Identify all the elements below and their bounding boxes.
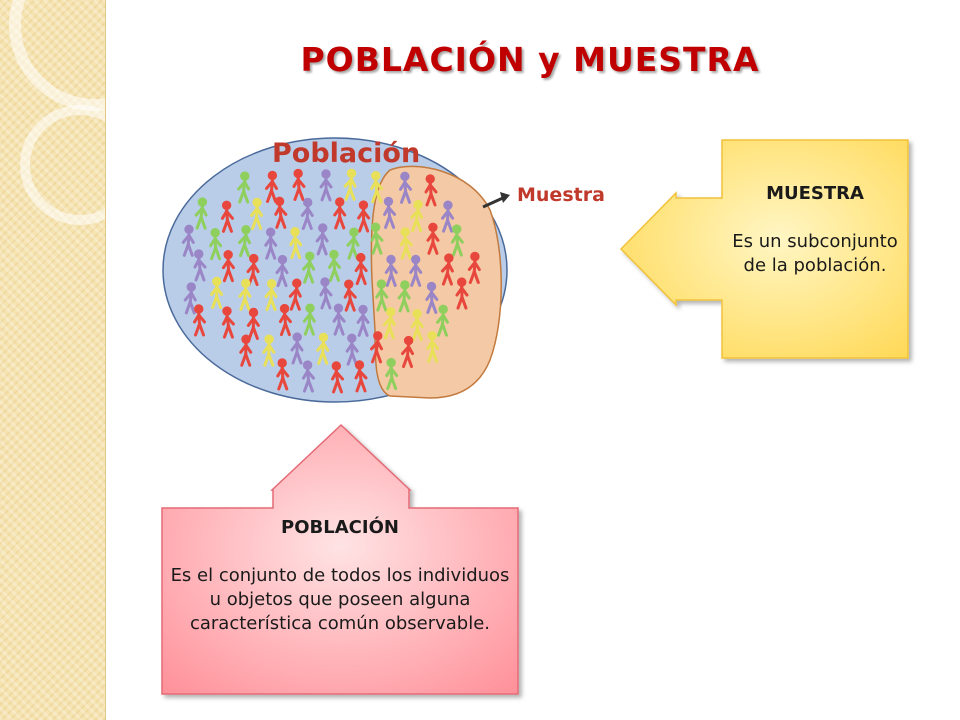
person-figure-icon: [399, 227, 413, 260]
person-figure-icon: [181, 224, 195, 257]
person-figure-icon: [401, 335, 415, 369]
person-figure-icon: [450, 224, 464, 257]
person-figure-icon: [319, 277, 333, 310]
person-figure-icon: [221, 306, 235, 339]
person-figure-icon: [327, 249, 341, 282]
person-figure-icon: [193, 304, 207, 337]
person-figure-icon: [193, 249, 207, 282]
person-figure-icon: [424, 174, 438, 207]
person-figure-icon: [426, 330, 440, 364]
person-figure-icon: [301, 360, 315, 393]
person-figure-icon: [316, 332, 330, 365]
person-figure-icon: [441, 200, 455, 233]
sample-label: Muestra: [517, 184, 605, 206]
person-figure-icon: [290, 332, 304, 365]
person-figure-icon: [410, 199, 424, 233]
person-figure-icon: [238, 224, 252, 258]
person-figure-icon: [375, 279, 389, 312]
person-figure-icon: [276, 358, 290, 391]
muestra-heading: MUESTRA: [766, 183, 864, 204]
person-figure-icon: [440, 253, 454, 286]
person-figure-icon: [237, 171, 251, 204]
person-figure-icon: [332, 303, 346, 336]
person-figure-icon: [426, 222, 440, 255]
person-figure-icon: [194, 197, 208, 230]
decorative-side-strip: [0, 0, 106, 720]
person-figure-icon: [397, 280, 411, 313]
person-figure-icon: [262, 334, 276, 367]
person-figure-icon: [343, 168, 357, 201]
person-figure-icon: [239, 334, 253, 367]
person-figure-icon: [264, 278, 278, 312]
person-figure-icon: [370, 222, 384, 255]
person-figure-icon: [288, 278, 302, 311]
person-figure-icon: [274, 196, 288, 229]
person-figure-icon: [370, 170, 384, 204]
sample-region: [370, 165, 502, 399]
page-title: POBLACIÓN y MUESTRA: [300, 40, 760, 79]
person-figure-icon: [246, 307, 260, 340]
person-figure-icon: [221, 249, 235, 283]
person-figure-icon: [289, 227, 303, 260]
person-figure-icon: [345, 333, 359, 366]
person-figure-icon: [278, 303, 292, 337]
person-figure-icon: [383, 196, 397, 229]
person-figure-icon: [385, 357, 399, 391]
decorative-circles: [9, 0, 105, 225]
person-figure-icon: [275, 254, 289, 288]
person-figure-icon: [354, 360, 368, 393]
person-figure-icon: [302, 303, 316, 336]
person-figure-icon: [319, 169, 333, 202]
poblacion-body: Es el conjunto de todos los individuos u…: [170, 565, 510, 634]
person-figure-icon: [382, 307, 396, 340]
person-figure-icon: [425, 281, 439, 314]
poblacion-heading: POBLACIÓN: [281, 517, 399, 538]
muestra-body: Es un subconjunto de la población.: [732, 231, 898, 276]
person-figure-icon: [302, 251, 316, 284]
person-figure-icon: [399, 171, 413, 204]
person-figure-icon: [436, 304, 450, 337]
person-figure-icon: [455, 277, 469, 310]
person-figure-icon: [467, 251, 481, 284]
population-label: Población: [272, 138, 421, 169]
person-figure-icon: [210, 276, 224, 309]
person-figure-icon: [410, 308, 424, 342]
person-figure-icon: [384, 254, 398, 287]
person-figure-icon: [300, 197, 314, 230]
person-figure-icon: [356, 304, 370, 337]
person-figure-icon: [209, 228, 223, 261]
person-figure-icon: [238, 278, 252, 311]
person-figure-icon: [220, 200, 234, 233]
person-figure-icon: [343, 279, 357, 312]
person-figure-icon: [331, 361, 345, 394]
person-figure-icon: [354, 252, 368, 286]
person-figure-icon: [250, 197, 264, 230]
person-figure-icon: [315, 223, 329, 256]
person-figure-icon: [370, 331, 384, 364]
person-figure-icon: [183, 282, 197, 315]
person-figure-icon: [264, 227, 278, 260]
person-figure-icon: [265, 170, 279, 203]
person-figure-icon: [292, 168, 306, 201]
muestra-callout: MUESTRA Es un subconjunto de la població…: [725, 182, 905, 278]
poblacion-callout: POBLACIÓN Es el conjunto de todos los in…: [170, 516, 510, 636]
person-figure-icon: [357, 200, 371, 233]
person-figure-icon: [333, 197, 347, 230]
person-figure-icon: [409, 254, 423, 287]
people-figures: [181, 168, 481, 394]
population-diagram: [162, 137, 508, 403]
